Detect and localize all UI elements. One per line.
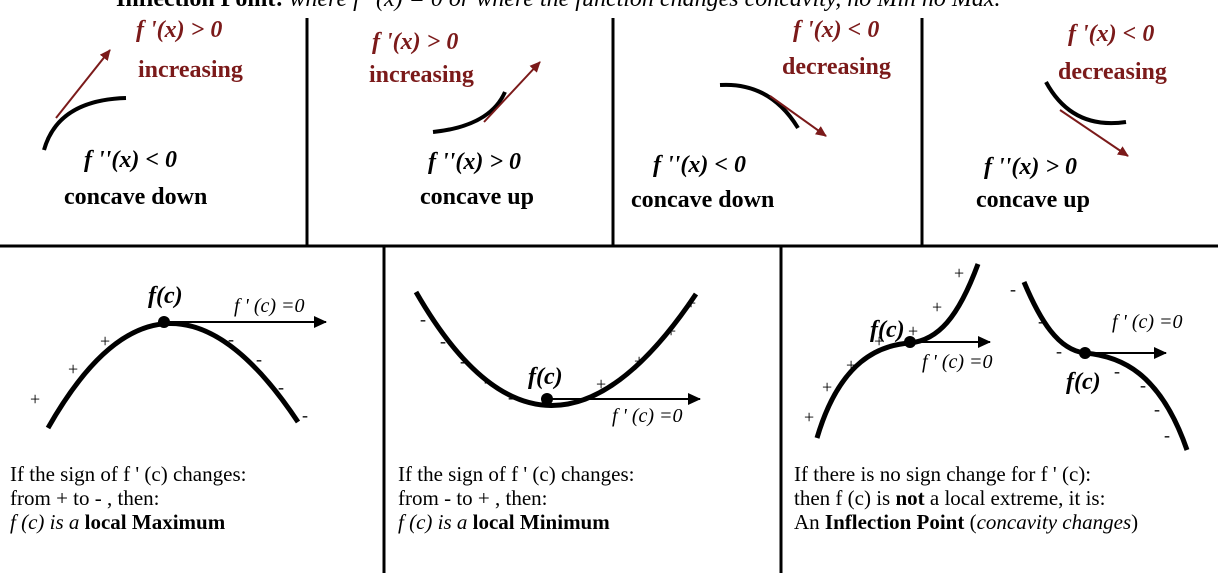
- first-derivative-label-3: f '(x) < 0: [793, 17, 880, 43]
- inflection-line-2: then f (c) is not a local extreme, it is…: [794, 486, 1138, 510]
- min-line-1: If the sign of f ' (c) changes:: [398, 462, 635, 486]
- sign-minus-11: -: [1038, 311, 1044, 331]
- sign-plus-2: +: [68, 359, 79, 379]
- first-derivative-desc-1: increasing: [138, 57, 243, 83]
- inflection-line-2-suffix: a local extreme, it is:: [924, 486, 1106, 510]
- sign-plus-12: +: [908, 321, 919, 341]
- inflection-line-3-paren-open: (: [964, 510, 977, 534]
- critical-point-max: [158, 316, 170, 328]
- point-label-min: f(c): [528, 364, 563, 390]
- min-conclusion: local Minimum: [472, 510, 610, 534]
- sign-minus-16: -: [1164, 425, 1170, 445]
- inflection-line-3: An Inflection Point (concavity changes): [794, 510, 1138, 534]
- curve-concave-down-increasing: [42, 96, 127, 151]
- max-description: If the sign of f ' (c) changes: from + t…: [10, 462, 246, 534]
- point-label-inflection-b: f(c): [1066, 369, 1101, 395]
- heading-text: where f ''(x) = 0 or where the function …: [289, 0, 1000, 12]
- page-heading: Inflection Point: where f ''(x) = 0 or w…: [116, 0, 1001, 11]
- first-derivative-label-1: f '(x) > 0: [136, 17, 223, 43]
- max-conclusion-prefix: f (c) is a: [10, 510, 85, 534]
- tangent-arrow-1: [55, 49, 111, 119]
- second-derivative-label-2: f ''(x) > 0: [428, 149, 521, 175]
- curve-local-minimum: [413, 290, 699, 408]
- sign-plus-4: +: [596, 374, 607, 394]
- max-line-3: f (c) is a local Maximum: [10, 510, 246, 534]
- first-derivative-label-2: f '(x) > 0: [372, 29, 459, 55]
- first-derivative-desc-3: decreasing: [782, 54, 891, 80]
- sign-minus-12: -: [1056, 341, 1062, 361]
- sign-minus-1: -: [228, 329, 234, 349]
- sign-minus-2: -: [256, 349, 262, 369]
- tangent-label-inflection-a: f ' (c) =0: [922, 351, 993, 373]
- max-line-2: from + to - , then:: [10, 486, 160, 510]
- tangent-label-inflection-b: f ' (c) =0: [1112, 311, 1183, 333]
- sign-plus-6: +: [666, 321, 677, 341]
- second-derivative-label-3: f ''(x) < 0: [653, 152, 746, 178]
- inflection-line-3-italic: concavity changes: [976, 510, 1132, 534]
- sign-plus-8: +: [804, 407, 815, 427]
- sign-minus-15: -: [1154, 399, 1160, 419]
- sign-plus-9: +: [822, 377, 833, 397]
- sign-plus-3: +: [100, 331, 111, 351]
- tangent-arrow-4: [1059, 109, 1129, 157]
- inflection-point-a: [904, 336, 916, 348]
- second-derivative-desc-4: concave up: [976, 187, 1090, 213]
- inflection-line-2-prefix: then f (c) is: [794, 486, 896, 510]
- second-derivative-desc-1: concave down: [64, 184, 208, 210]
- second-derivative-label-1: f ''(x) < 0: [84, 147, 177, 173]
- min-conclusion-prefix: f (c) is a: [398, 510, 473, 534]
- sign-minus-13: -: [1114, 361, 1120, 381]
- point-label-max: f(c): [148, 283, 183, 309]
- first-derivative-desc-4: decreasing: [1058, 59, 1167, 85]
- min-line-3: f (c) is a local Minimum: [398, 510, 634, 534]
- sign-plus-1: +: [30, 389, 41, 409]
- sign-plus-7: +: [686, 293, 697, 313]
- heading-label: Inflection Point:: [116, 0, 283, 12]
- sign-minus-5: -: [420, 309, 426, 329]
- second-derivative-label-4: f ''(x) > 0: [984, 154, 1077, 180]
- max-line-1: If the sign of f ' (c) changes:: [10, 462, 247, 486]
- inflection-line-3-bold: Inflection Point: [824, 510, 965, 534]
- tangent-label-min: f ' (c) =0: [612, 405, 683, 427]
- min-description: If the sign of f ' (c) changes: from - t…: [398, 462, 634, 534]
- sign-minus-10: -: [1010, 279, 1016, 299]
- curve-concave-up-increasing: [432, 91, 507, 134]
- sign-plus-5: +: [634, 351, 645, 371]
- sign-minus-4: -: [302, 405, 308, 425]
- point-label-inflection-a: f(c): [870, 317, 905, 343]
- sign-minus-8: -: [484, 371, 490, 391]
- inflection-line-3-prefix: An: [794, 510, 825, 534]
- curve-concave-up-decreasing: [1044, 81, 1127, 126]
- inflection-line-1: If there is no sign change for f ' (c):: [794, 462, 1092, 486]
- max-conclusion: local Maximum: [84, 510, 226, 534]
- inflection-line-2-bold: not: [895, 486, 925, 510]
- inflection-point-b: [1079, 347, 1091, 359]
- critical-point-min: [541, 393, 553, 405]
- tangent-arrow-3: [769, 95, 827, 137]
- sign-plus-13: +: [932, 297, 943, 317]
- sign-minus-3: -: [278, 377, 284, 397]
- second-derivative-desc-3: concave down: [631, 187, 775, 213]
- min-line-2: from - to + , then:: [398, 486, 548, 510]
- inflection-line-3-paren-close: ): [1131, 510, 1139, 534]
- second-derivative-desc-2: concave up: [420, 184, 534, 210]
- sign-minus-7: -: [460, 351, 466, 371]
- inflection-description: If there is no sign change for f ' (c): …: [794, 462, 1138, 534]
- sign-plus-11: +: [874, 331, 885, 351]
- sign-plus-10: +: [846, 355, 857, 375]
- first-derivative-desc-2: increasing: [369, 62, 474, 88]
- sign-minus-9: -: [508, 387, 514, 407]
- tangent-label-max: f ' (c) =0: [234, 295, 305, 317]
- sign-plus-14: +: [954, 263, 965, 283]
- sign-minus-14: -: [1140, 375, 1146, 395]
- first-derivative-label-4: f '(x) < 0: [1068, 21, 1155, 47]
- sign-minus-6: -: [440, 331, 446, 351]
- tangent-arrow-2: [483, 61, 541, 123]
- curve-concave-down-decreasing: [719, 82, 800, 130]
